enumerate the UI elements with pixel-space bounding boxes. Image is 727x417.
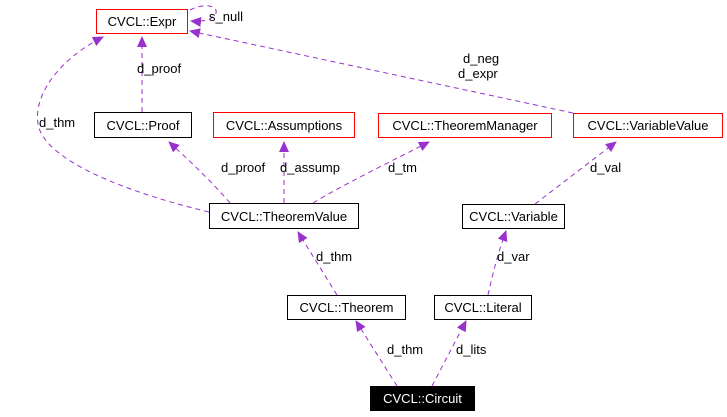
edge-label-d-proof-expr: d_proof [137, 61, 182, 76]
class-node-cvcl-circuit-current: CVCL::Circuit [370, 386, 475, 411]
class-node-cvcl-theoremmanager[interactable]: CVCL::TheoremManager [378, 113, 552, 138]
edge-label-s-null: s_null [209, 9, 243, 24]
class-node-cvcl-theoremvalue[interactable]: CVCL::TheoremValue [209, 203, 359, 229]
class-node-cvcl-proof[interactable]: CVCL::Proof [94, 112, 192, 138]
edge-variable-to-variablevalue-d-val [534, 141, 617, 205]
edge-label-d-thm-left: d_thm [39, 115, 76, 130]
edge-label-d-expr: d_expr [458, 66, 498, 81]
class-node-cvcl-literal[interactable]: CVCL::Literal [434, 295, 532, 320]
edge-label-d-var: d_var [497, 249, 530, 264]
class-node-cvcl-assumptions[interactable]: CVCL::Assumptions [213, 112, 355, 138]
class-node-cvcl-variable[interactable]: CVCL::Variable [462, 204, 565, 229]
class-node-cvcl-expr[interactable]: CVCL::Expr [96, 9, 188, 34]
edge-label-d-proof-mid: d_proof [221, 160, 266, 175]
edge-theoremvalue-to-theoremmanager-d-tm [312, 141, 430, 204]
edge-circuit-to-literal-d-lits [431, 320, 467, 387]
edge-circuit-to-theorem-d-thm [355, 320, 398, 387]
edge-label-d-thm-mid: d_thm [316, 249, 353, 264]
edge-label-d-val: d_val [590, 160, 622, 175]
edge-theorem-to-theoremvalue-d-thm [297, 231, 338, 296]
edge-label-d-neg: d_neg [463, 51, 500, 66]
edge-label-d-assump: d_assump [280, 160, 340, 175]
edge-variablevalue-to-expr-d-neg-d-expr [189, 28, 574, 114]
class-node-cvcl-variablevalue[interactable]: CVCL::VariableValue [573, 113, 723, 138]
edge-label-d-lits: d_lits [456, 342, 487, 357]
edge-label-d-thm-bottom: d_thm [387, 342, 424, 357]
edge-label-d-tm: d_tm [388, 160, 417, 175]
edge-expr-self-s-null [189, 5, 217, 27]
class-node-cvcl-theorem[interactable]: CVCL::Theorem [287, 295, 406, 320]
